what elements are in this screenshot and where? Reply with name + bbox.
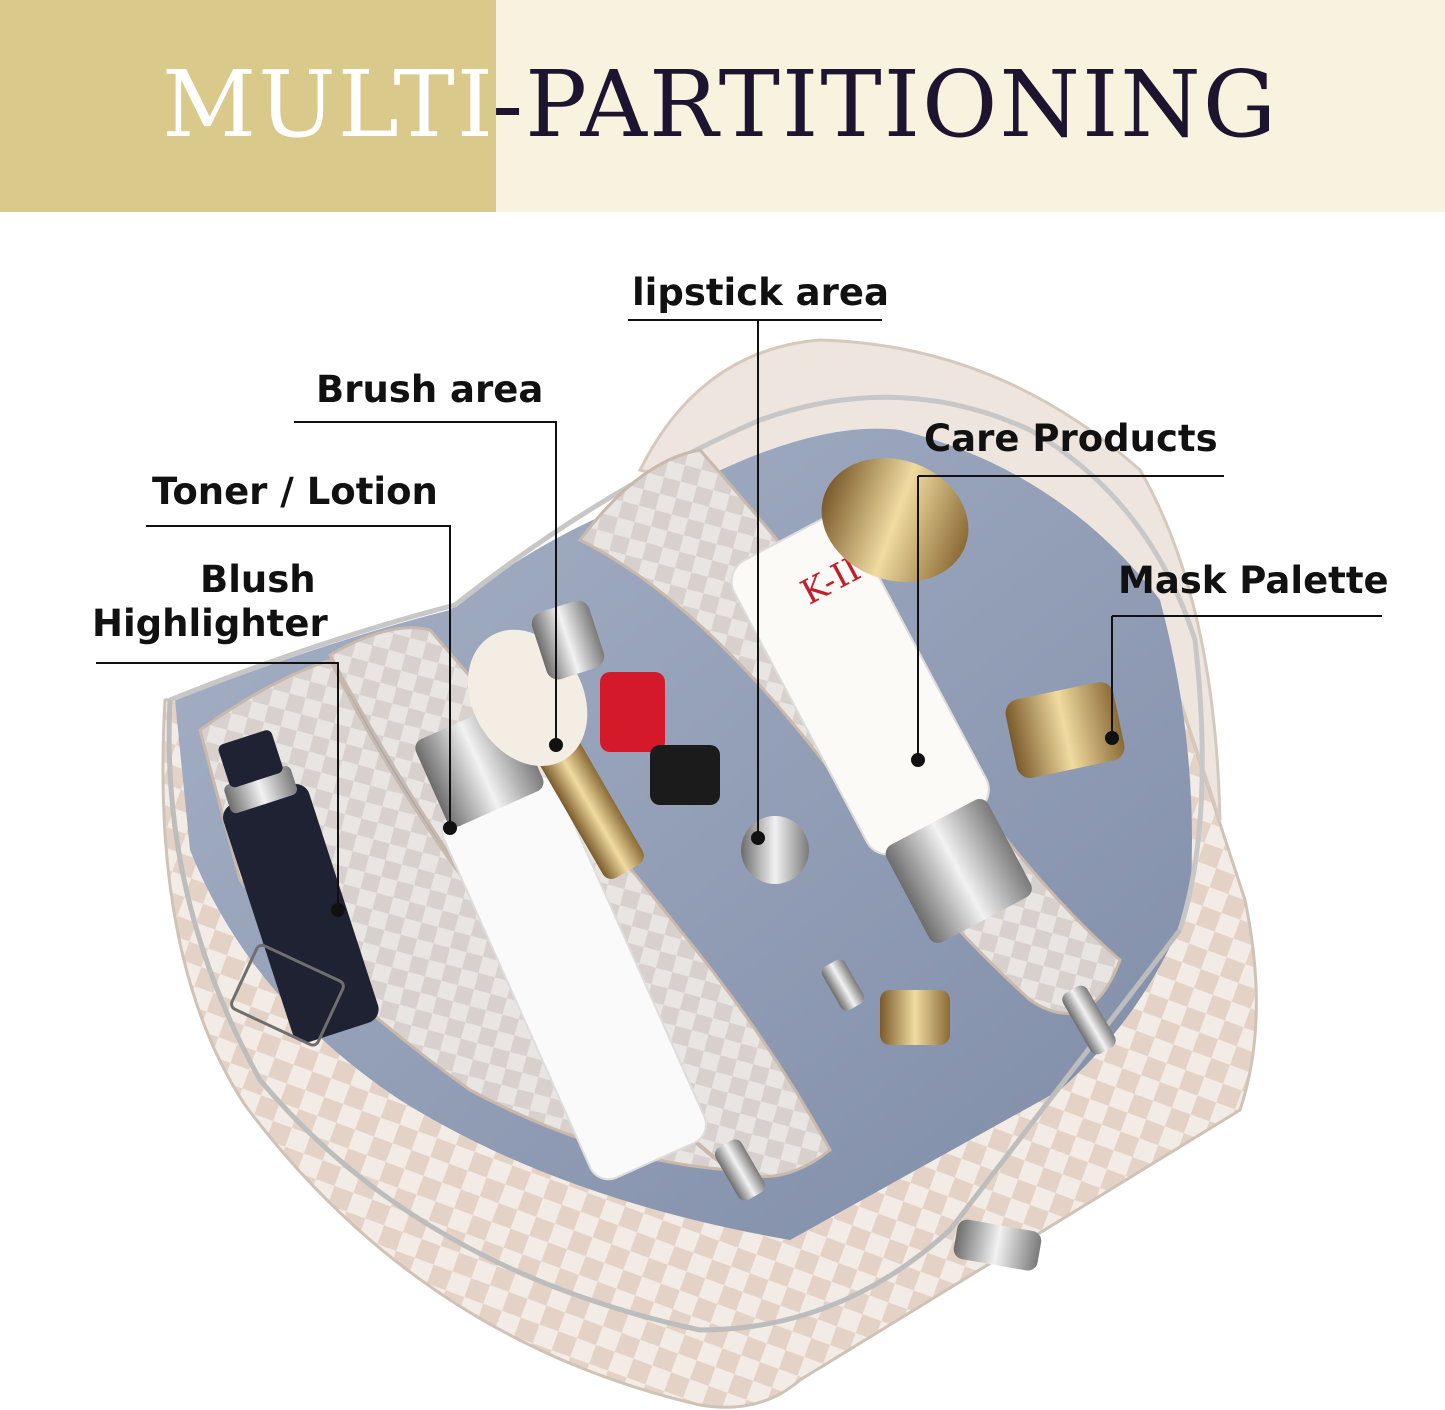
page-title: MULTI -PARTITIONING <box>0 45 1445 165</box>
callout-brush-area: Brush area <box>316 368 544 411</box>
callout-care-products: Care Products <box>924 417 1218 460</box>
title-part-multi: MULTI <box>162 51 496 158</box>
callout-mask-palette: Mask Palette <box>1118 559 1389 602</box>
callout-highlighter: Highlighter <box>92 602 328 645</box>
banner-gold-block <box>0 0 496 212</box>
banner-cream-block <box>496 0 1445 212</box>
callout-blush: Blush <box>200 558 316 601</box>
callout-lipstick-area: lipstick area <box>632 271 889 314</box>
header-banner: MULTI -PARTITIONING <box>0 0 1445 212</box>
callout-toner-lotion: Toner / Lotion <box>152 470 438 513</box>
cosmetic-bag-illustration: K-II <box>161 338 1258 1409</box>
title-part-partitioning: -PARTITIONING <box>492 51 1279 158</box>
